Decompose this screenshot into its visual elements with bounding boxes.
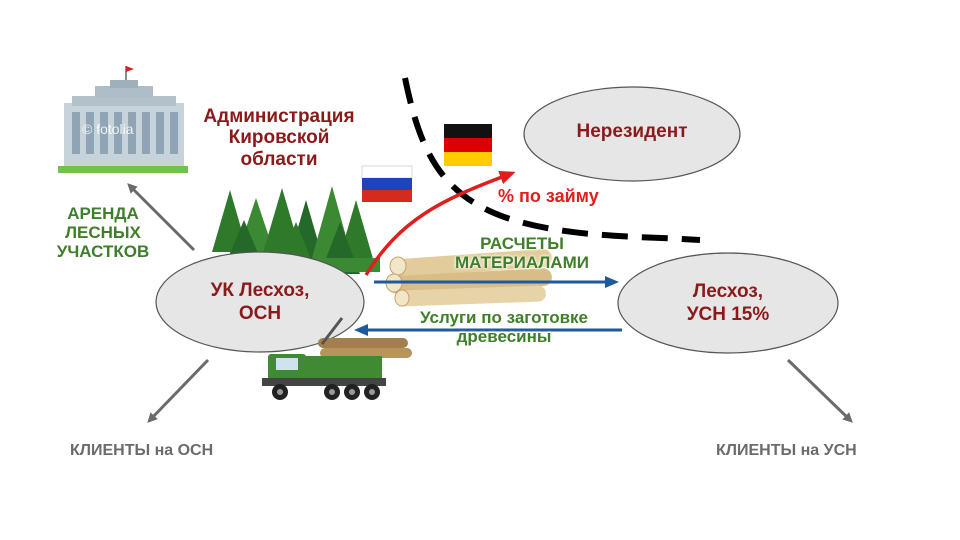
lease-line-3: УЧАСТКОВ <box>56 242 150 262</box>
lease-label: АРЕНДА ЛЕСНЫХ УЧАСТКОВ <box>40 204 166 261</box>
arrow-to-clients-usn <box>786 358 853 423</box>
germany-flag-icon <box>444 124 492 166</box>
materials-line-2: МАТЕРИАЛАМИ <box>455 253 589 273</box>
clients-usn-label: КЛИЕНТЫ на УСН <box>716 442 857 459</box>
arrow-to-administration <box>127 183 196 252</box>
administration-label: Администрация Кировской области <box>190 106 368 170</box>
services-line-1: Услуги по заготовке <box>419 308 589 327</box>
materials-line-1: РАСЧЕТЫ <box>480 234 564 253</box>
node-uk-leskhoz-shape <box>155 251 365 353</box>
leskhoz-usn-line-1: Лесхоз, <box>692 281 764 302</box>
arrow-to-clients-osn <box>147 358 210 423</box>
arrow-loan-interest <box>364 170 516 276</box>
administration-line-2: Кировской <box>228 127 330 149</box>
node-nonresident-label: Нерезидент <box>576 121 688 142</box>
administration-line-1: Администрация <box>203 106 355 127</box>
node-leskhoz-usn-shape <box>617 252 839 354</box>
materials-label: РАСЧЕТЫ МАТЕРИАЛАМИ <box>430 234 614 272</box>
lease-line-2: ЛЕСНЫХ <box>65 223 141 243</box>
uk-leskhoz-line-1: УК Лесхоз, <box>210 280 310 301</box>
timber-truck-icon <box>262 317 412 400</box>
services-label: Услуги по заготовке древесины <box>380 308 628 346</box>
lease-line-1: АРЕНДА <box>67 204 139 223</box>
building-watermark: © fotolia <box>82 121 134 137</box>
russia-flag-icon <box>361 165 413 202</box>
leskhoz-usn-line-2: УСН 15% <box>686 303 770 325</box>
node-uk-leskhoz-label: УК Лесхоз, ОСН <box>170 280 350 326</box>
node-leskhoz-usn-label: Лесхоз, УСН 15% <box>628 281 828 327</box>
uk-leskhoz-line-2: ОСН <box>238 302 282 324</box>
clients-osn-label: КЛИЕНТЫ на ОСН <box>70 442 214 459</box>
administration-line-3: области <box>240 148 318 170</box>
loan-interest-label: % по займу <box>498 186 599 206</box>
building-icon <box>58 66 188 173</box>
residency-boundary <box>402 77 701 243</box>
node-nonresident-shape <box>523 86 741 182</box>
services-line-2: древесины <box>456 327 552 347</box>
